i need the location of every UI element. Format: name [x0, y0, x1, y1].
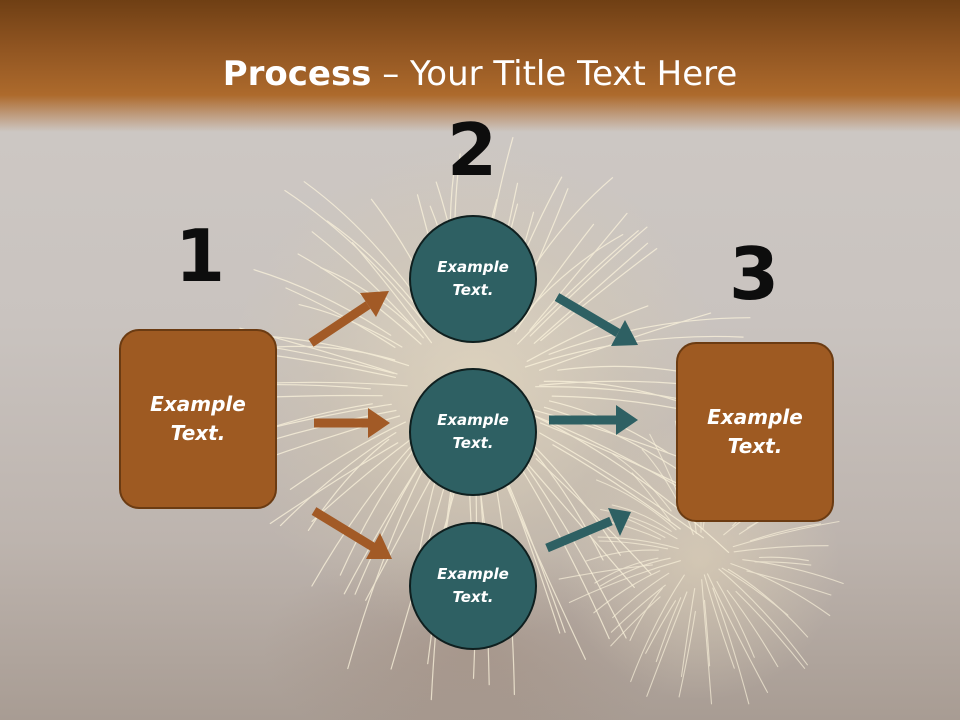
firework-streak: [285, 287, 396, 348]
firework-streak: [646, 591, 688, 697]
firework-streak: [514, 223, 595, 333]
firework-streak: [517, 230, 639, 345]
firework-streak: [535, 458, 652, 575]
arrow-1-to-middle: [314, 408, 390, 438]
firework-streak: [712, 587, 750, 705]
firework-streak: [612, 572, 670, 619]
firework-streak: [612, 453, 672, 512]
step-2-item-3: Example Text.: [437, 565, 509, 606]
firework-streak: [727, 568, 809, 638]
firework-streak: [527, 412, 730, 553]
firework-streak: [629, 587, 663, 642]
firework-streak: [718, 568, 808, 666]
step-1-box: Example Text.: [119, 329, 277, 509]
firework-streak: [552, 444, 681, 530]
firework-streak: [732, 520, 840, 548]
firework-streak: [529, 212, 628, 331]
title-bold: Process: [222, 54, 372, 94]
firework-streak: [526, 305, 649, 362]
title-bar: [0, 0, 960, 132]
firework-streak: [585, 549, 659, 562]
firework-streak: [523, 439, 604, 561]
step-2-circle-top: Example Text.: [409, 215, 537, 343]
firework-streak: [610, 584, 666, 633]
firework-streak: [701, 579, 713, 705]
firework-streak: [758, 556, 809, 562]
arrow-1-to-top: [308, 291, 389, 347]
firework-streak: [529, 226, 648, 337]
firework-streak: [568, 560, 681, 604]
title-rest: – Your Title Text Here: [371, 54, 738, 94]
firework-streak: [706, 573, 769, 693]
firework-streak: [749, 523, 822, 542]
firework-streak: [289, 421, 406, 490]
firework-streak: [716, 581, 755, 658]
firework-streak: [597, 536, 679, 550]
firework-streak: [645, 600, 677, 654]
firework-streak: [735, 590, 806, 669]
firework-streak: [600, 508, 678, 540]
firework-streak: [533, 242, 649, 344]
firework-streak: [347, 469, 424, 670]
firework-streak: [524, 437, 621, 556]
firework-streak: [297, 253, 422, 345]
firework-streak: [307, 438, 390, 531]
step-number-2: 2: [446, 108, 498, 192]
firework-streak: [540, 248, 658, 342]
firework-streak: [539, 432, 704, 539]
firework-streak: [726, 589, 779, 668]
firework-streak: [611, 504, 672, 532]
firework-streak: [742, 559, 844, 585]
firework-streak: [680, 587, 696, 677]
firework-streak: [279, 432, 397, 527]
firework-streak: [721, 567, 789, 616]
firework-streak: [599, 557, 671, 587]
firework-streak: [539, 380, 678, 386]
firework-streak: [311, 231, 424, 339]
step-2-item-2: Example Text.: [437, 411, 509, 452]
step-number-3: 3: [728, 232, 780, 316]
step-3-box: Example Text.: [676, 342, 834, 522]
firework-streak: [610, 596, 661, 647]
slide-title: Process – Your Title Text Here: [0, 52, 960, 96]
firework-streak: [548, 317, 751, 355]
firework-streak: [730, 563, 831, 617]
firework-streak: [703, 599, 711, 667]
firework-streak: [311, 432, 424, 587]
firework-streak: [703, 574, 735, 669]
step-3-label: Example Text.: [707, 405, 803, 458]
firework-streak: [655, 597, 682, 663]
step-2-circle-bottom: Example Text.: [409, 522, 537, 650]
firework-streak: [630, 574, 685, 683]
step-number-1: 1: [174, 214, 226, 298]
firework-streak: [596, 479, 677, 531]
firework-streak: [593, 570, 661, 614]
step-1-label: Example Text.: [150, 392, 246, 445]
firework-streak: [649, 433, 694, 536]
step-2-circle-middle: Example Text.: [409, 368, 537, 496]
firework-streak: [269, 442, 399, 525]
firework-streak: [311, 438, 412, 522]
firework-streak: [754, 561, 812, 566]
firework-streak: [598, 540, 669, 550]
step-2-item-1: Example Text.: [437, 258, 509, 299]
firework-streak: [551, 395, 678, 410]
firework-streak: [678, 610, 696, 698]
firework-streak: [253, 269, 392, 336]
arrow-top-to-3: [554, 293, 638, 346]
firework-streak: [733, 545, 829, 553]
firework-streak: [284, 189, 425, 323]
arrow-bottom-to-3: [545, 508, 631, 553]
firework-streak: [746, 570, 832, 596]
firework-streak: [631, 472, 671, 522]
firework-streak: [594, 557, 659, 584]
arrow-1-to-bottom: [311, 507, 392, 559]
arrow-middle-to-3: [549, 405, 638, 435]
